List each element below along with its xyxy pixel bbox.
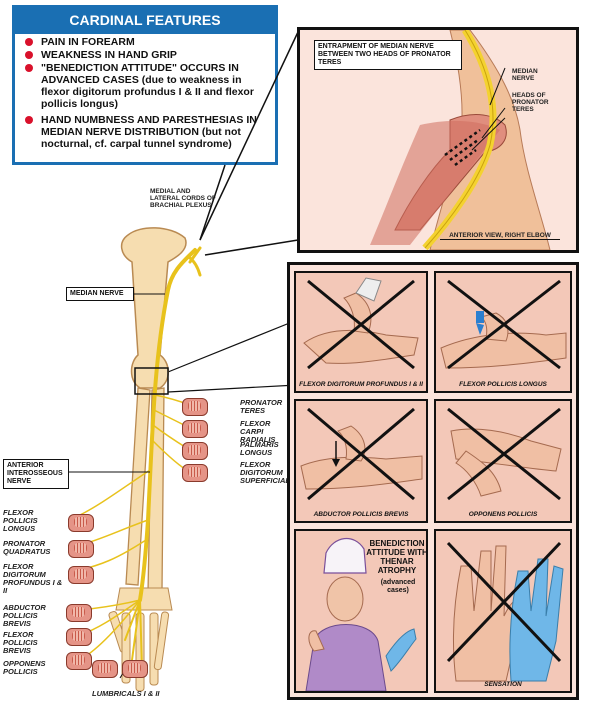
test-caption: FLEXOR DIGITORUM PROFUNDUS I & II: [299, 381, 423, 388]
muscle-label: OPPONENS POLLICIS: [3, 659, 46, 676]
test-cell-fpl: FLEXOR POLLICIS LONGUS: [434, 271, 572, 393]
muscle-label: PALMARIS LONGUS: [240, 440, 279, 457]
test-cell-op: OPPONENS POLLICIS: [434, 399, 572, 523]
anterior-interosseous-label: ANTERIOR INTEROSSEOUS NERVE: [3, 459, 69, 489]
feature-item: HAND NUMBNESS AND PARESTHESIAS IN MEDIAN…: [23, 114, 273, 150]
cords-label: MEDIAL AND LATERAL CORDS OF BRACHIAL PLE…: [150, 188, 216, 209]
feature-item: PAIN IN FOREARM: [23, 36, 273, 48]
pronator-quadratus-icon: [68, 540, 94, 558]
elbow-illustration: [370, 30, 551, 250]
bullet-icon: [25, 38, 33, 46]
muscle-label: FLEXOR DIGITORUM SUPERFICIALIS: [240, 460, 298, 485]
bullet-icon: [25, 64, 33, 72]
test-cell-sensation: SENSATION: [434, 529, 572, 693]
test-cell-fdp: FLEXOR DIGITORUM PROFUNDUS I & II: [294, 271, 428, 393]
feature-item: WEAKNESS IN HAND GRIP: [23, 49, 273, 61]
benediction-note: (advanced cases): [380, 579, 416, 594]
entrapment-panel: ENTRAPMENT OF MEDIAN NERVE BETWEEN TWO H…: [297, 27, 579, 253]
pointer-line: [199, 31, 299, 241]
hand-bones: [108, 587, 173, 692]
pointer-line: [167, 319, 298, 373]
test-caption: SENSATION: [484, 681, 522, 688]
humerus-bone: [120, 227, 187, 389]
muscle-label: FLEXOR POLLICIS LONGUS: [3, 508, 38, 533]
arrow-icon: [476, 323, 484, 335]
flexor-pollicis-longus-icon: [68, 514, 94, 532]
lumbricals-label: LUMBRICALS I & II: [92, 689, 160, 698]
bullet-icon: [25, 51, 33, 59]
test-cell-benediction: BENEDICTION ATTITUDE WITH THENAR ATROPHY…: [294, 529, 428, 693]
entrapment-caption: ANTERIOR VIEW, RIGHT ELBOW: [440, 232, 560, 240]
cardinal-features-box: CARDINAL FEATURES PAIN IN FOREARM WEAKNE…: [12, 5, 278, 165]
muscle-label: PRONATOR TERES: [240, 398, 283, 415]
flexor-digitorum-profundus-icon: [68, 566, 94, 584]
median-nerve-callout: MEDIAN NERVE: [512, 68, 538, 82]
test-caption: FLEXOR POLLICIS LONGUS: [459, 381, 547, 388]
lumbrical-icon: [92, 660, 118, 678]
heads-callout: HEADS OF PRONATOR TERES: [512, 92, 549, 113]
flexor-digitorum-superficialis-icon: [182, 464, 208, 482]
lumbrical-icon: [122, 660, 148, 678]
pronator-teres-icon: [182, 398, 208, 416]
arrow-icon: [332, 459, 340, 467]
benediction-label: BENEDICTION ATTITUDE WITH THENAR ATROPHY: [366, 539, 428, 575]
pointer-line: [199, 164, 226, 241]
cardinal-features-title: CARDINAL FEATURES: [15, 8, 275, 34]
pointer-line: [167, 384, 298, 393]
elbow-highlight-box: [134, 367, 169, 395]
abductor-pollicis-brevis-icon: [66, 604, 92, 622]
mitre-icon: [323, 538, 367, 574]
test-cell-apb: ABDUCTOR POLLICIS BREVIS: [294, 399, 428, 523]
bullet-icon: [25, 116, 33, 124]
muscle-label: FLEXOR CARPI RADIALIS: [240, 419, 276, 444]
tests-panel: FLEXOR DIGITORUM PROFUNDUS I & II FLEXOR…: [287, 262, 579, 700]
muscle-label: ABDUCTOR POLLICIS BREVIS: [3, 603, 46, 628]
palmaris-longus-icon: [182, 442, 208, 460]
flexor-carpi-radialis-icon: [182, 420, 208, 438]
pointer-line: [204, 239, 299, 256]
opponens-pollicis-icon: [66, 652, 92, 670]
cardinal-features-list: PAIN IN FOREARM WEAKNESS IN HAND GRIP "B…: [23, 36, 273, 151]
feature-item: "BENEDICTION ATTITUDE" OCCURS IN ADVANCE…: [23, 62, 273, 110]
median-nerve: [124, 246, 202, 671]
median-nerve-label: MEDIAN NERVE: [66, 287, 134, 301]
entrapment-title: ENTRAPMENT OF MEDIAN NERVE BETWEEN TWO H…: [314, 40, 462, 70]
test-caption: OPPONENS POLLICIS: [468, 511, 538, 518]
flexor-pollicis-brevis-icon: [66, 628, 92, 646]
muscle-label: FLEXOR POLLICIS BREVIS: [3, 630, 38, 655]
muscle-label: PRONATOR QUADRATUS: [3, 539, 51, 556]
test-caption: ABDUCTOR POLLICIS BREVIS: [313, 511, 409, 518]
sensory-hand-icon: [509, 558, 564, 682]
muscle-label: FLEXOR DIGITORUM PROFUNDUS I & II: [3, 562, 63, 595]
